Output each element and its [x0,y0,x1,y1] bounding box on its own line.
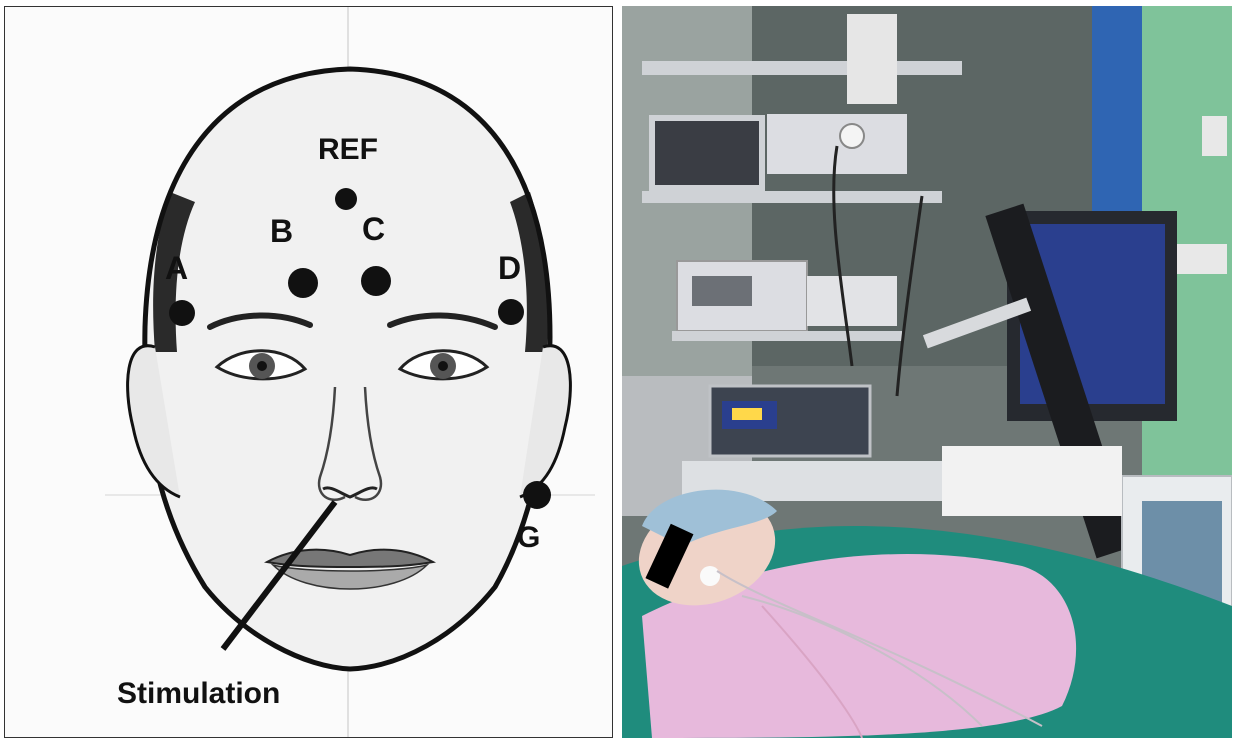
face-drawing [5,7,613,738]
label-a: A [165,250,188,287]
photo-illustration [622,6,1232,738]
label-d: D [498,250,521,287]
label-ref: REF [318,133,378,167]
label-b: B [270,213,293,250]
electrode-b [288,268,318,298]
label-c: C [362,211,385,248]
label-g: G [517,521,540,555]
label-stimulation: Stimulation [117,677,280,711]
electrode-diagram-panel: REF A B C D G Stimulation [4,6,613,738]
electrode-ref [335,188,357,210]
electrode-a [169,300,195,326]
electrode-c [361,266,391,296]
electrode-d [498,299,524,325]
operating-room-photo [622,6,1232,738]
electrode-g [523,481,551,509]
